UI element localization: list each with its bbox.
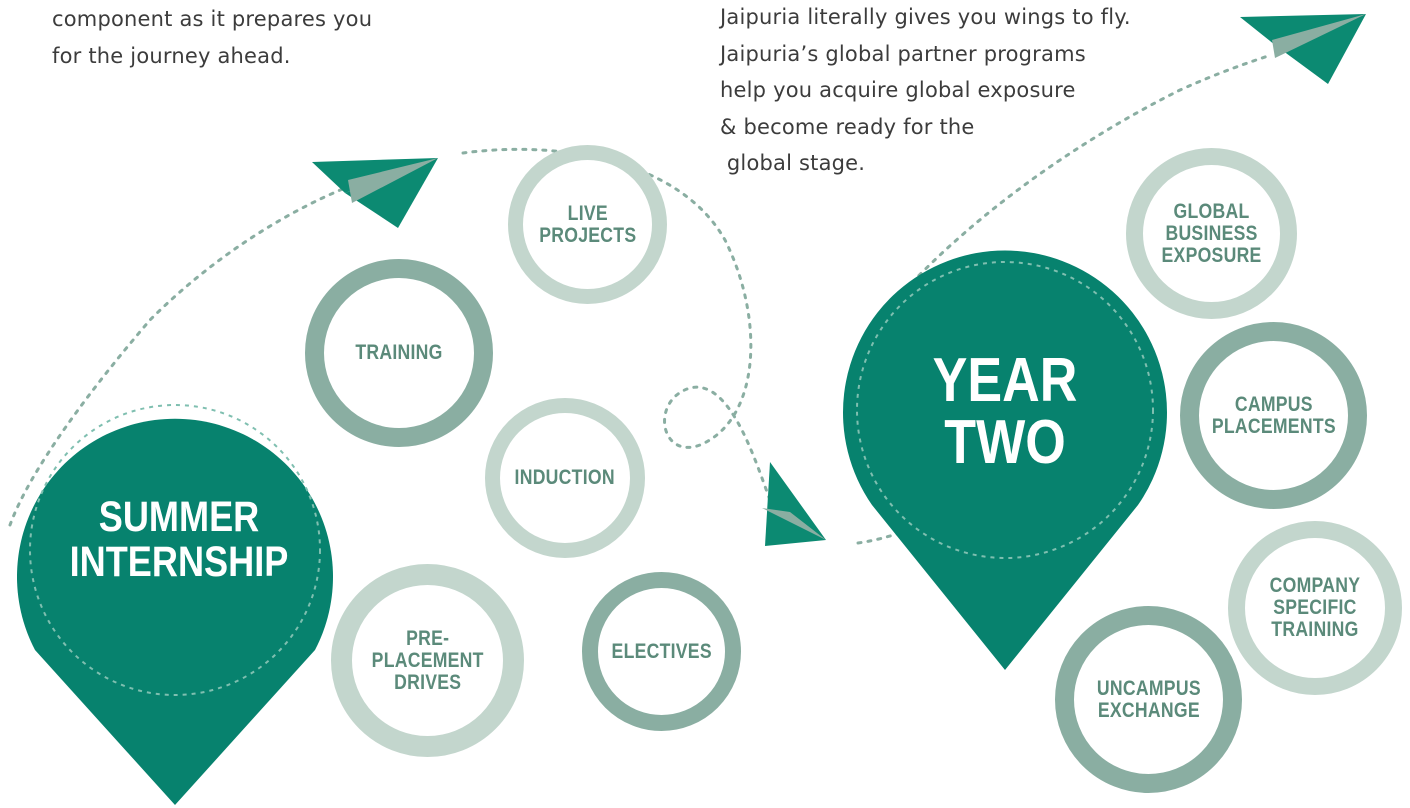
paper-plane-icon bbox=[1240, 14, 1366, 84]
company-specific-training-label: COMPANY SPECIFIC TRAINING bbox=[1269, 574, 1361, 641]
global-business-exposure-label: GLOBAL BUSINESS EXPOSURE bbox=[1161, 199, 1262, 267]
flight-path-loop bbox=[461, 147, 772, 502]
ring-electives: ELECTIVES bbox=[582, 572, 741, 731]
ring-uncampus-exchange: UNCAMPUS EXCHANGE bbox=[1055, 606, 1242, 793]
ring-live-projects: LIVE PROJECTS bbox=[508, 145, 667, 304]
pin-year-two-dashed-ring bbox=[856, 261, 1154, 559]
intro-right-line: global stage. bbox=[720, 151, 866, 175]
uncampus-exchange-label: UNCAMPUS EXCHANGE bbox=[1096, 676, 1201, 722]
intro-left-line: for the journey ahead. bbox=[52, 43, 291, 68]
pin-year-two bbox=[843, 250, 1167, 670]
induction-label: INDUCTION bbox=[514, 466, 616, 489]
ring-training: TRAINING bbox=[305, 259, 493, 447]
ring-company-specific-training: COMPANY SPECIFIC TRAINING bbox=[1228, 521, 1402, 695]
summer-internship-label: SUMMER INTERNSHIP bbox=[69, 493, 289, 586]
ring-campus-placements: CAMPUS PLACEMENTS bbox=[1180, 322, 1367, 509]
live-projects-label: LIVE PROJECTS bbox=[538, 201, 637, 247]
flight-path-to-year-two bbox=[856, 526, 917, 545]
ring-induction: INDUCTION bbox=[485, 398, 645, 558]
intro-right-line: Jaipuria’s global partner programs bbox=[720, 41, 1086, 66]
ring-pre-placement-drives: PRE- PLACEMENT DRIVES bbox=[331, 564, 524, 757]
intro-text-left: component as it prepares you for the jou… bbox=[52, 1, 372, 74]
flight-path-summer-to-plane bbox=[8, 186, 347, 527]
paper-plane-icon bbox=[762, 462, 826, 546]
intro-text-right: Jaipuria literally gives you wings to fl… bbox=[720, 0, 1131, 182]
campus-placements-label: CAMPUS PLACEMENTS bbox=[1211, 392, 1336, 438]
paper-plane-icon bbox=[312, 158, 438, 228]
electives-label: ELECTIVES bbox=[611, 639, 712, 663]
flight-path-year-two-to-plane bbox=[903, 54, 1270, 292]
pin-summer-dashed-ring bbox=[29, 404, 321, 696]
intro-right-line: help you acquire global exposure bbox=[720, 78, 1076, 102]
intro-left-line: component as it prepares you bbox=[52, 7, 373, 31]
year-two-label: YEAR TWO bbox=[932, 346, 1078, 477]
ring-global-business-exposure: GLOBAL BUSINESS EXPOSURE bbox=[1126, 148, 1297, 319]
pin-summer-internship bbox=[17, 418, 334, 805]
training-label: TRAINING bbox=[355, 341, 443, 364]
intro-right-line: Jaipuria literally gives you wings to fl… bbox=[720, 5, 1131, 29]
intro-right-line: & become ready for the bbox=[720, 114, 975, 139]
pre-placement-drives-label: PRE- PLACEMENT DRIVES bbox=[371, 626, 484, 694]
